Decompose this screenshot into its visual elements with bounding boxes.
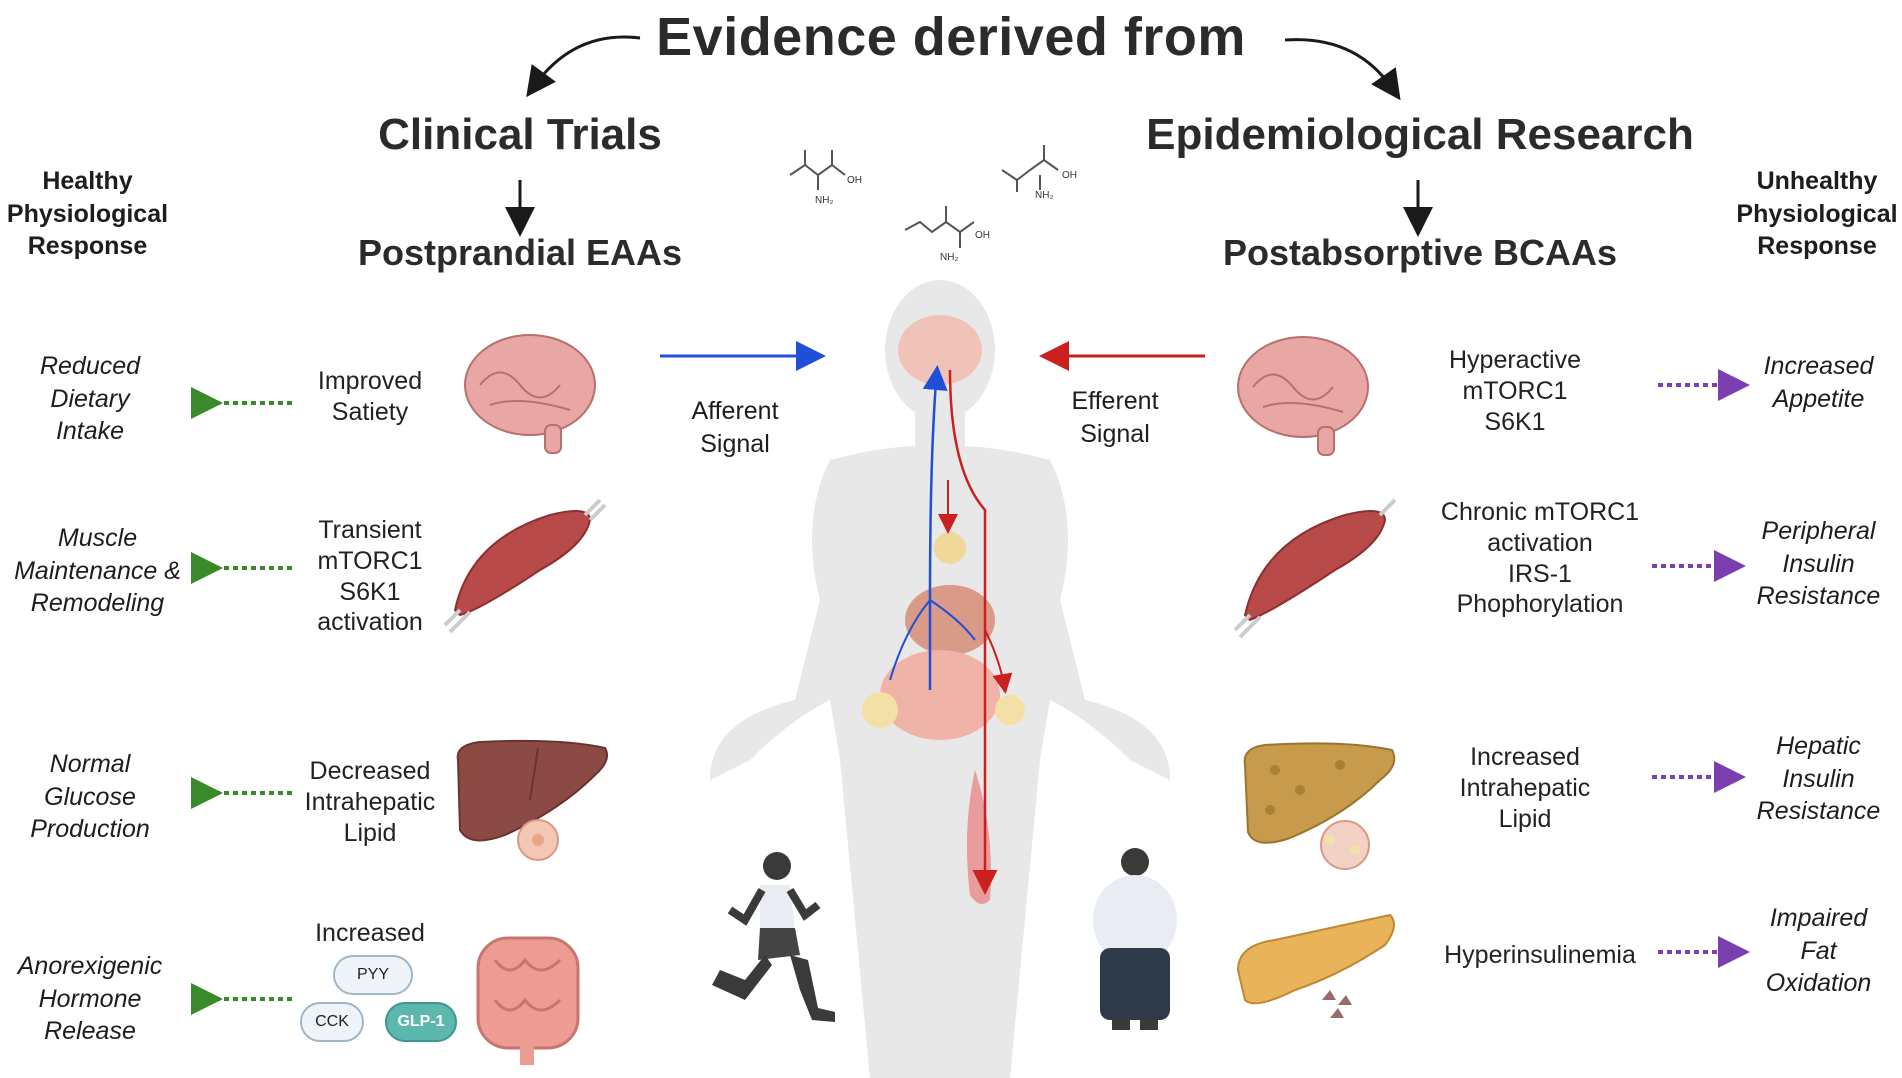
unhealthy-mechanism-1: Hyperactive mTORC1 S6K1 [1449, 346, 1581, 436]
healthy-outcome-4: Anorexigenic Hormone Release [17, 952, 163, 1045]
unhealthy-outcome-4: Impaired Fat Oxidation [1765, 904, 1872, 997]
cck-hormone-pill: CCK [300, 1002, 364, 1042]
healthy-outcome-3: Normal Glucose Production [30, 750, 150, 843]
glp1-hormone-pill: GLP-1 [385, 1002, 457, 1042]
healthy-outcome-2: Muscle Maintenance & Remodeling [14, 524, 181, 617]
unhealthy-outcome-2: Peripheral Insulin Resistance [1756, 517, 1881, 610]
svg-text:OH: OH [847, 175, 862, 186]
body-adipose-icon [934, 532, 966, 564]
unhealthy-response-heading: Unhealthy Physiological Response [1736, 167, 1898, 260]
overweight-person-icon [1093, 848, 1177, 1030]
amino-acid-molecule-icon [789, 145, 1059, 248]
efferent-signal-line [948, 369, 998, 895]
unhealthy-mechanism-3: Increased Intrahepatic Lipid [1459, 743, 1591, 833]
brain-icon-right [1237, 336, 1369, 456]
pancreas-icon-right [1236, 913, 1395, 1018]
afferent-signal-line [922, 365, 948, 690]
svg-text:OH: OH [975, 230, 990, 241]
healthy-mechanism-2: Transient mTORC1 S6K1 activation [317, 516, 423, 637]
svg-text:NH₂: NH₂ [1035, 190, 1053, 201]
fatty-liver-icon-right [1243, 742, 1396, 870]
body-intestine-icon [880, 650, 1000, 740]
liver-icon-left [456, 739, 608, 861]
left-subtitle: Postprandial EAAs [357, 232, 683, 273]
unhealthy-outcome-3: Hepatic Insulin Resistance [1756, 732, 1881, 825]
unhealthy-mechanism-2: Chronic mTORC1 activation IRS-1 Phophory… [1440, 498, 1640, 619]
afferent-signal-label: Afferent Signal [691, 397, 779, 458]
muscle-icon-right [1233, 498, 1397, 639]
healthy-response-heading: Healthy Physiological Response [6, 167, 169, 260]
healthy-mechanism-1: Improved Satiety [317, 367, 423, 426]
svg-text:OH: OH [1062, 170, 1077, 181]
right-subtitle: Postabsorptive BCAAs [1222, 232, 1618, 273]
svg-text:NH₂: NH₂ [940, 252, 958, 263]
svg-text:NH₂: NH₂ [815, 195, 833, 206]
curved-arrow-right [1284, 38, 1401, 101]
left-source-title: Clinical Trials [378, 110, 662, 159]
runner-icon [712, 852, 835, 1022]
intestine-icon-left [476, 936, 580, 1065]
unhealthy-outcome-1: Increased Appetite [1763, 352, 1874, 413]
curved-arrow-left [526, 35, 641, 98]
healthy-mechanism-3: Decreased Intrahepatic Lipid [304, 757, 436, 847]
efferent-signal-label: Efferent Signal [1071, 387, 1159, 448]
brain-icon-left [464, 334, 596, 454]
right-source-title: Epidemiological Research [1146, 110, 1694, 159]
pyy-hormone-pill: PYY [333, 955, 413, 995]
page-title: Evidence derived from [656, 7, 1246, 67]
healthy-outcome-1: Reduced Dietary Intake [39, 352, 141, 445]
body-stomach-icon [905, 585, 995, 655]
healthy-mechanism-4: Increased [315, 919, 425, 947]
unhealthy-mechanism-4: Hyperinsulinemia [1444, 941, 1636, 969]
muscle-icon-left [443, 498, 607, 634]
body-brain-icon [898, 315, 982, 385]
